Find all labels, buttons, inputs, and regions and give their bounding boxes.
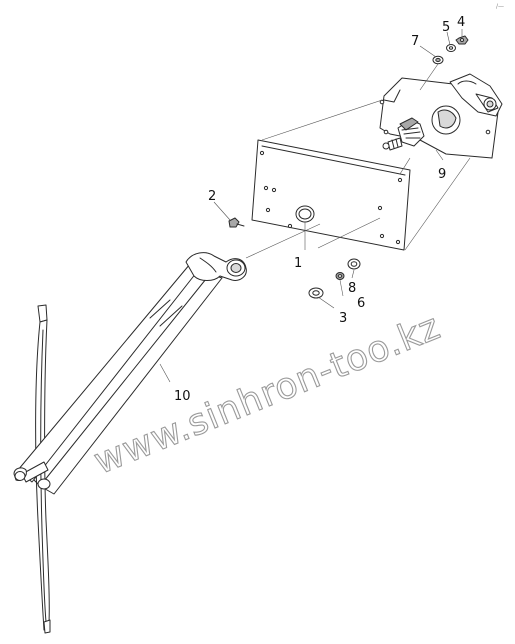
callout-1: 1 (294, 256, 302, 271)
callout-6: 6 (357, 296, 365, 311)
callout-4: 4 (457, 15, 465, 30)
washer-3 (308, 287, 324, 299)
callout-7: 7 (411, 34, 419, 49)
callout-3: 3 (339, 311, 347, 326)
wiper-blade (33, 304, 51, 634)
callout-10: 10 (174, 389, 191, 404)
nut-8 (347, 258, 361, 270)
washer-5 (446, 44, 456, 52)
callout-2: 2 (208, 189, 216, 204)
wiper-motor-assembly (379, 73, 503, 159)
nut-4 (455, 35, 469, 45)
washer-7 (432, 55, 444, 65)
callout-5: 5 (442, 20, 450, 35)
mounting-plate (251, 139, 411, 251)
callout-9: 9 (438, 167, 446, 182)
leader-lines (159, 29, 471, 383)
callout-8: 8 (348, 281, 356, 296)
corner-mark: /— (496, 3, 504, 10)
washer-6 (335, 272, 345, 280)
bolt-2 (228, 217, 245, 228)
wiper-arm (13, 252, 247, 495)
